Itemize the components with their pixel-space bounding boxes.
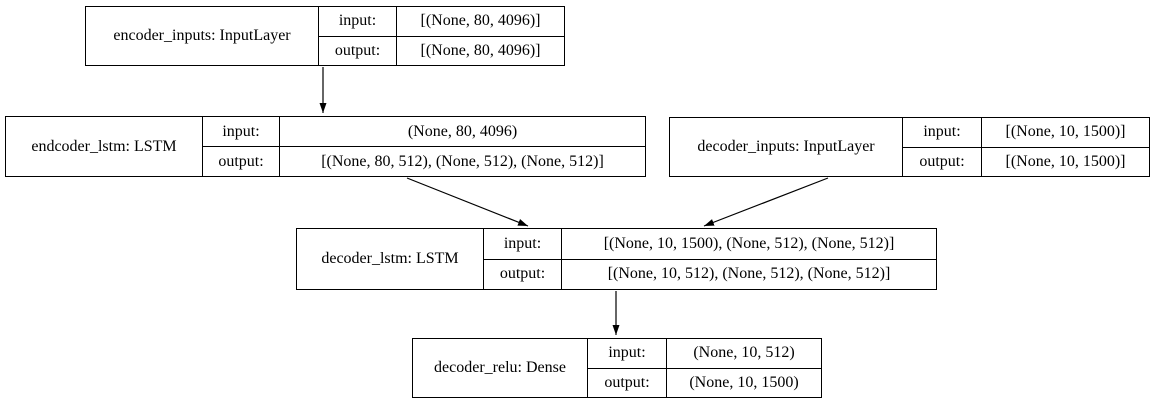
input-shape-value: [(None, 10, 1500)] <box>1005 123 1126 141</box>
input-shape-value: (None, 80, 4096) <box>407 122 518 140</box>
output-shape-value: [(None, 80, 512), (None, 512), (None, 51… <box>280 146 645 176</box>
input-row-label: input: <box>338 12 377 30</box>
layer-name-label: encoder_inputs: InputLayer <box>86 7 319 65</box>
output-shape-value: [(None, 10, 512), (None, 512), (None, 51… <box>562 258 936 290</box>
node-decoder-lstm: decoder_lstm: LSTM input: output: [(None… <box>296 228 937 290</box>
layer-name-label: decoder_relu: Dense <box>413 339 588 397</box>
node-decoder-inputs: decoder_inputs: InputLayer input: output… <box>669 117 1150 177</box>
output-row-label: output: <box>484 258 561 290</box>
layer-name-label: decoder_lstm: LSTM <box>297 229 484 289</box>
output-row-label: output: <box>588 367 666 398</box>
input-row-label: input: <box>503 234 542 252</box>
node-decoder-relu: decoder_relu: Dense input: output: (None… <box>412 338 822 398</box>
output-row-label: output: <box>203 146 279 176</box>
input-row-label: input: <box>608 344 646 362</box>
input-row-label: input: <box>222 122 260 140</box>
output-shape-value: [(None, 80, 4096)] <box>397 35 564 66</box>
input-row-label: input: <box>923 123 961 141</box>
input-shape-value: (None, 10, 512) <box>693 344 795 362</box>
layer-name-label: endcoder_lstm: LSTM <box>6 117 203 176</box>
input-shape-value: [(None, 80, 4096)] <box>420 12 541 30</box>
edge-endcoder-lstm-to-decoder-lstm <box>406 177 529 227</box>
node-encoder-inputs: encoder_inputs: InputLayer input: output… <box>85 6 565 66</box>
edge-decoder-inputs-to-decoder-lstm <box>703 177 829 227</box>
input-shape-value: [(None, 10, 1500), (None, 512), (None, 5… <box>603 234 895 252</box>
output-shape-value: (None, 10, 1500) <box>667 367 821 398</box>
layer-name-label: decoder_inputs: InputLayer <box>670 118 903 176</box>
output-shape-value: [(None, 10, 1500)] <box>982 146 1149 177</box>
output-row-label: output: <box>903 146 981 177</box>
node-endcoder-lstm: endcoder_lstm: LSTM input: output: (None… <box>5 116 646 177</box>
output-row-label: output: <box>319 35 396 66</box>
